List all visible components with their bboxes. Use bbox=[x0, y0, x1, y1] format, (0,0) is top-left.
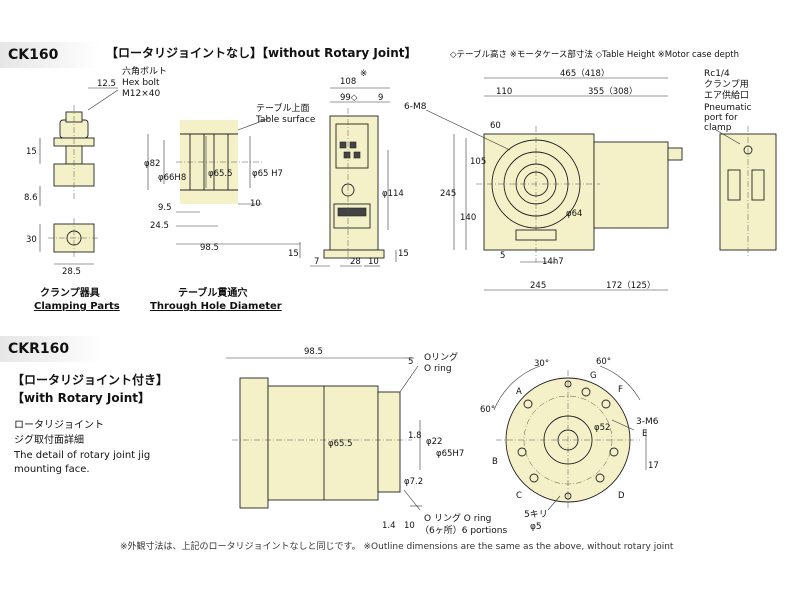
ckr-dim-65h7: φ65H7 bbox=[436, 449, 464, 459]
dim-7: 7 bbox=[314, 257, 319, 267]
dim-28: 28 bbox=[350, 257, 361, 267]
dim-64: φ64 bbox=[566, 209, 582, 219]
dim-15: 15 bbox=[26, 147, 37, 157]
ckr-angle-60a: 60° bbox=[596, 357, 611, 367]
pneumatic-en3: clamp bbox=[704, 123, 732, 133]
ckr-dim-52: φ52 bbox=[594, 423, 610, 433]
side-view bbox=[299, 87, 397, 267]
pneumatic-en1: Pneumatic bbox=[704, 103, 752, 113]
port-c: C bbox=[516, 491, 522, 501]
dim-9-5: 9.5 bbox=[158, 203, 172, 213]
dim-30: 30 bbox=[26, 235, 37, 245]
dim-245v: 245 bbox=[440, 189, 456, 199]
kiri-label: 5キリ bbox=[524, 510, 548, 520]
dim-8-6: 8.6 bbox=[24, 193, 38, 203]
clamp-supply-jp2: エア供給口 bbox=[704, 91, 750, 101]
dim-15b: 15 bbox=[288, 249, 299, 259]
dim-66h8: φ66H8 bbox=[158, 173, 186, 183]
m8-label: 6-M8 bbox=[404, 102, 427, 112]
oring-jp: Oリング bbox=[424, 353, 459, 363]
dim-108: 108 bbox=[340, 77, 356, 87]
clamp-caption-en: Clamping Parts bbox=[34, 301, 120, 312]
dim-140: 140 bbox=[460, 213, 476, 223]
dim-28-5: 28.5 bbox=[62, 267, 81, 277]
oring-portions: （6ヶ所）6 portions bbox=[420, 526, 508, 536]
dim-10a: 10 bbox=[250, 199, 261, 209]
dim-star: ※ bbox=[360, 69, 367, 79]
ckr160-desc-jp1: ロータリジョイント bbox=[14, 420, 104, 431]
dim-10b: 10 bbox=[368, 257, 379, 267]
dim-12-5: 12.5 bbox=[97, 79, 116, 89]
hexbolt-size: M12×40 bbox=[122, 89, 161, 99]
ckr-dim-1-8: 1.8 bbox=[408, 431, 422, 441]
clamp-caption-jp: クランプ器具 bbox=[40, 288, 100, 299]
ckr-angle-30: 30° bbox=[534, 359, 549, 369]
dim-15c: 15 bbox=[398, 249, 409, 259]
table-surface-en: Table surface bbox=[256, 115, 316, 125]
ckr160-header-line2: 【with Rotary Joint】 bbox=[12, 391, 150, 405]
port-b: B bbox=[492, 457, 498, 467]
port-d: D bbox=[618, 491, 625, 501]
hole-caption-en: Through Hole Diameter bbox=[150, 301, 282, 312]
front-view bbox=[425, 77, 683, 291]
ckr-dim-17: 17 bbox=[648, 461, 659, 471]
oring-bottom: O リング O ring bbox=[424, 514, 492, 524]
pneumatic-en2: port for bbox=[704, 113, 738, 123]
dim-65h7: φ65 H7 bbox=[252, 169, 283, 179]
ckr-dim-10: 10 bbox=[404, 521, 415, 531]
dim-105: 105 bbox=[470, 157, 486, 167]
rc-label: Rc1/4 bbox=[704, 69, 730, 79]
ckr160-header-line1: 【ロータリジョイント付き】 bbox=[12, 373, 169, 387]
dim-9: 9 bbox=[378, 93, 383, 103]
ckr-dim-98-5: 98.5 bbox=[304, 347, 323, 357]
hexbolt-en: Hex bolt bbox=[122, 78, 160, 88]
dim-99: 99◇ bbox=[340, 93, 358, 103]
phi5-label: φ5 bbox=[530, 522, 542, 532]
dim-114: φ114 bbox=[382, 189, 404, 199]
through-hole-view bbox=[147, 117, 300, 245]
dim-355: 355（308） bbox=[588, 86, 637, 97]
dim-5: 5 bbox=[500, 251, 505, 261]
ck160-header: 【ロータリジョイントなし】【without Rotary Joint】 bbox=[106, 46, 417, 60]
port-f: F bbox=[618, 385, 623, 395]
table-surface-jp: テーブル上面 bbox=[256, 104, 310, 114]
dim-65-5: φ65.5 bbox=[208, 169, 233, 179]
dim-82: φ82 bbox=[144, 159, 160, 169]
dim-110: 110 bbox=[496, 87, 512, 97]
ckr160-face-view bbox=[493, 365, 647, 511]
dim-60: 60 bbox=[490, 121, 501, 131]
ckr-dim-1-4: 1.4 bbox=[382, 521, 396, 531]
ckr160-desc-en1: The detail of rotary joint jig bbox=[14, 450, 151, 461]
dim-172: 172（125） bbox=[606, 280, 655, 291]
dim-245h: 245 bbox=[530, 281, 546, 291]
port-g: G bbox=[590, 371, 597, 381]
ckr160-side-view bbox=[226, 357, 422, 511]
ckr160-desc-en2: mounting face. bbox=[14, 464, 90, 475]
clamping-parts-view bbox=[39, 87, 119, 265]
footnote: ※外観寸法は、上記のロータリジョイントなしと同じです。 ※Outline dim… bbox=[120, 542, 674, 552]
end-view bbox=[715, 126, 777, 258]
port-e: E bbox=[642, 429, 647, 439]
port-a: A bbox=[516, 387, 522, 397]
ckr-dim-22: φ22 bbox=[426, 437, 442, 447]
oring-en: O ring bbox=[424, 364, 452, 374]
ckr-dim-5: 5 bbox=[408, 357, 413, 367]
ckr-dim-7-2: φ7.2 bbox=[404, 477, 423, 487]
hexbolt-jp: 六角ボルト bbox=[122, 67, 168, 77]
ckr160-tag: CKR160 bbox=[0, 336, 104, 362]
ckr-dim-65-5: φ65.5 bbox=[328, 439, 353, 449]
ckr-angle-60b: 60° bbox=[480, 405, 495, 415]
ck160-legend: ◇テーブル高さ ※モータケース部寸法 ◇Table Height ※Motor … bbox=[450, 50, 740, 60]
dim-465: 465（418） bbox=[560, 68, 609, 79]
dim-14h7: 14h7 bbox=[542, 257, 564, 267]
ckr160-desc-jp2: ジグ取付面詳細 bbox=[14, 435, 84, 446]
hole-caption-jp: テーブル貫通穴 bbox=[178, 288, 248, 299]
dim-24-5: 24.5 bbox=[150, 221, 169, 231]
ck160-tag: CK160 bbox=[0, 42, 100, 68]
m6-label: 3-M6 bbox=[636, 417, 659, 427]
clamp-supply-jp1: クランプ用 bbox=[704, 80, 749, 90]
dim-98-5: 98.5 bbox=[200, 243, 219, 253]
